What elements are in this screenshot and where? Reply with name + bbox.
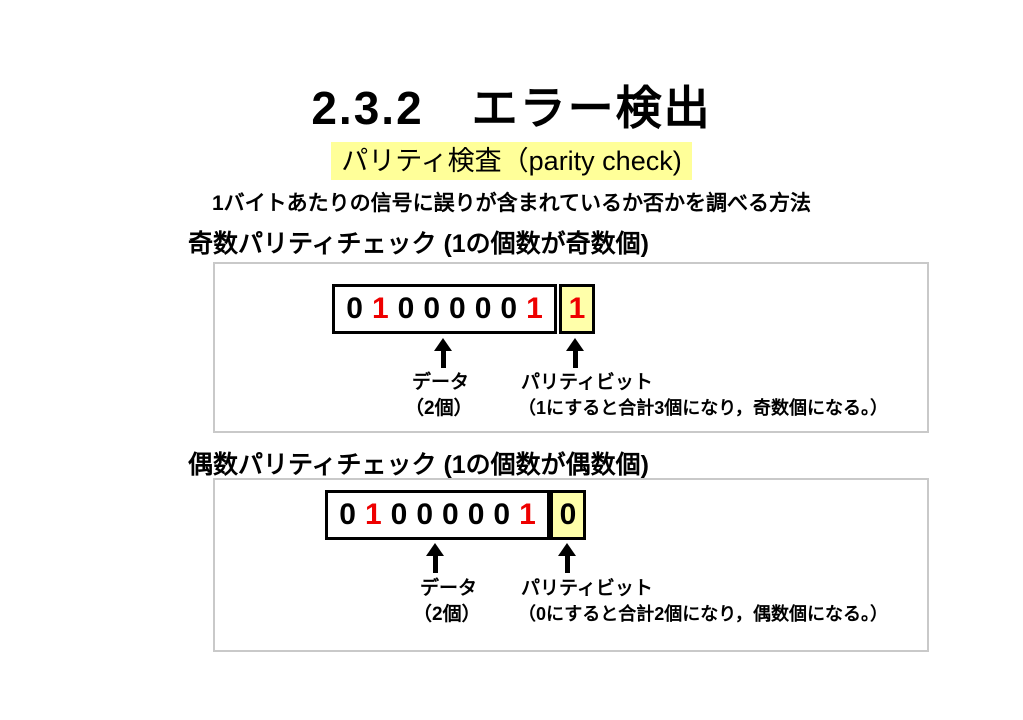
data-bit: 0 <box>416 498 433 531</box>
arrow-stem <box>572 351 578 368</box>
even-parity-note: （0にすると合計2個になり，偶数個になる。） <box>518 604 888 624</box>
data-bit: 1 <box>371 292 389 325</box>
arrow-head <box>558 543 576 556</box>
odd-data-label: データ <box>412 372 470 393</box>
even-parity-heading: 偶数パリティチェック (1の個数が偶数個) <box>188 451 650 479</box>
odd-parity-label: パリティビット <box>521 372 653 393</box>
odd-parity-arrow-icon <box>566 338 584 368</box>
even-parity-bit-box: 0 <box>550 490 586 540</box>
data-bit: 0 <box>467 498 485 531</box>
even-data-count-label: （2個） <box>413 604 481 625</box>
arrow-stem <box>564 556 570 573</box>
arrow-head <box>434 338 452 351</box>
data-bit: 0 <box>474 292 492 325</box>
data-bit: 0 <box>390 498 408 531</box>
data-bit: 0 <box>339 498 356 531</box>
data-bit: 0 <box>500 292 518 325</box>
odd-parity-heading: 奇数パリティチェック (1の個数が奇数個) <box>188 230 650 258</box>
subtitle-row: パリティ検査（parity check) <box>0 142 1023 180</box>
even-data-label: データ <box>420 578 478 599</box>
odd-data-arrow-icon <box>434 338 452 368</box>
slide-description: 1バイトあたりの信号に誤りが含まれているか否かを調べる方法 <box>211 192 812 215</box>
even-data-arrow-icon <box>426 543 444 573</box>
arrow-head <box>426 543 444 556</box>
data-bit: 0 <box>346 292 363 325</box>
data-bit: 0 <box>449 292 466 325</box>
odd-data-count-label: （2個） <box>405 398 473 419</box>
slide-title: 2.3.2 エラー検出 <box>311 82 712 134</box>
data-bit: 0 <box>397 292 415 325</box>
subtitle-highlighted-text: パリティ検査（parity check) <box>331 142 692 180</box>
data-bit: 0 <box>423 292 440 325</box>
data-bit: 0 <box>493 498 511 531</box>
arrow-head <box>566 338 584 351</box>
even-parity-label: パリティビット <box>521 578 653 599</box>
even-parity-arrow-icon <box>558 543 576 573</box>
data-bit: 0 <box>442 498 459 531</box>
data-bit: 1 <box>364 498 382 531</box>
data-bit: 1 <box>526 292 543 325</box>
arrow-stem <box>440 351 446 368</box>
data-bit: 1 <box>519 498 536 531</box>
odd-parity-note: （1にすると合計3個になり，奇数個になる。） <box>518 398 888 418</box>
arrow-stem <box>432 556 438 573</box>
odd-parity-bit-box: 1 <box>559 284 595 334</box>
